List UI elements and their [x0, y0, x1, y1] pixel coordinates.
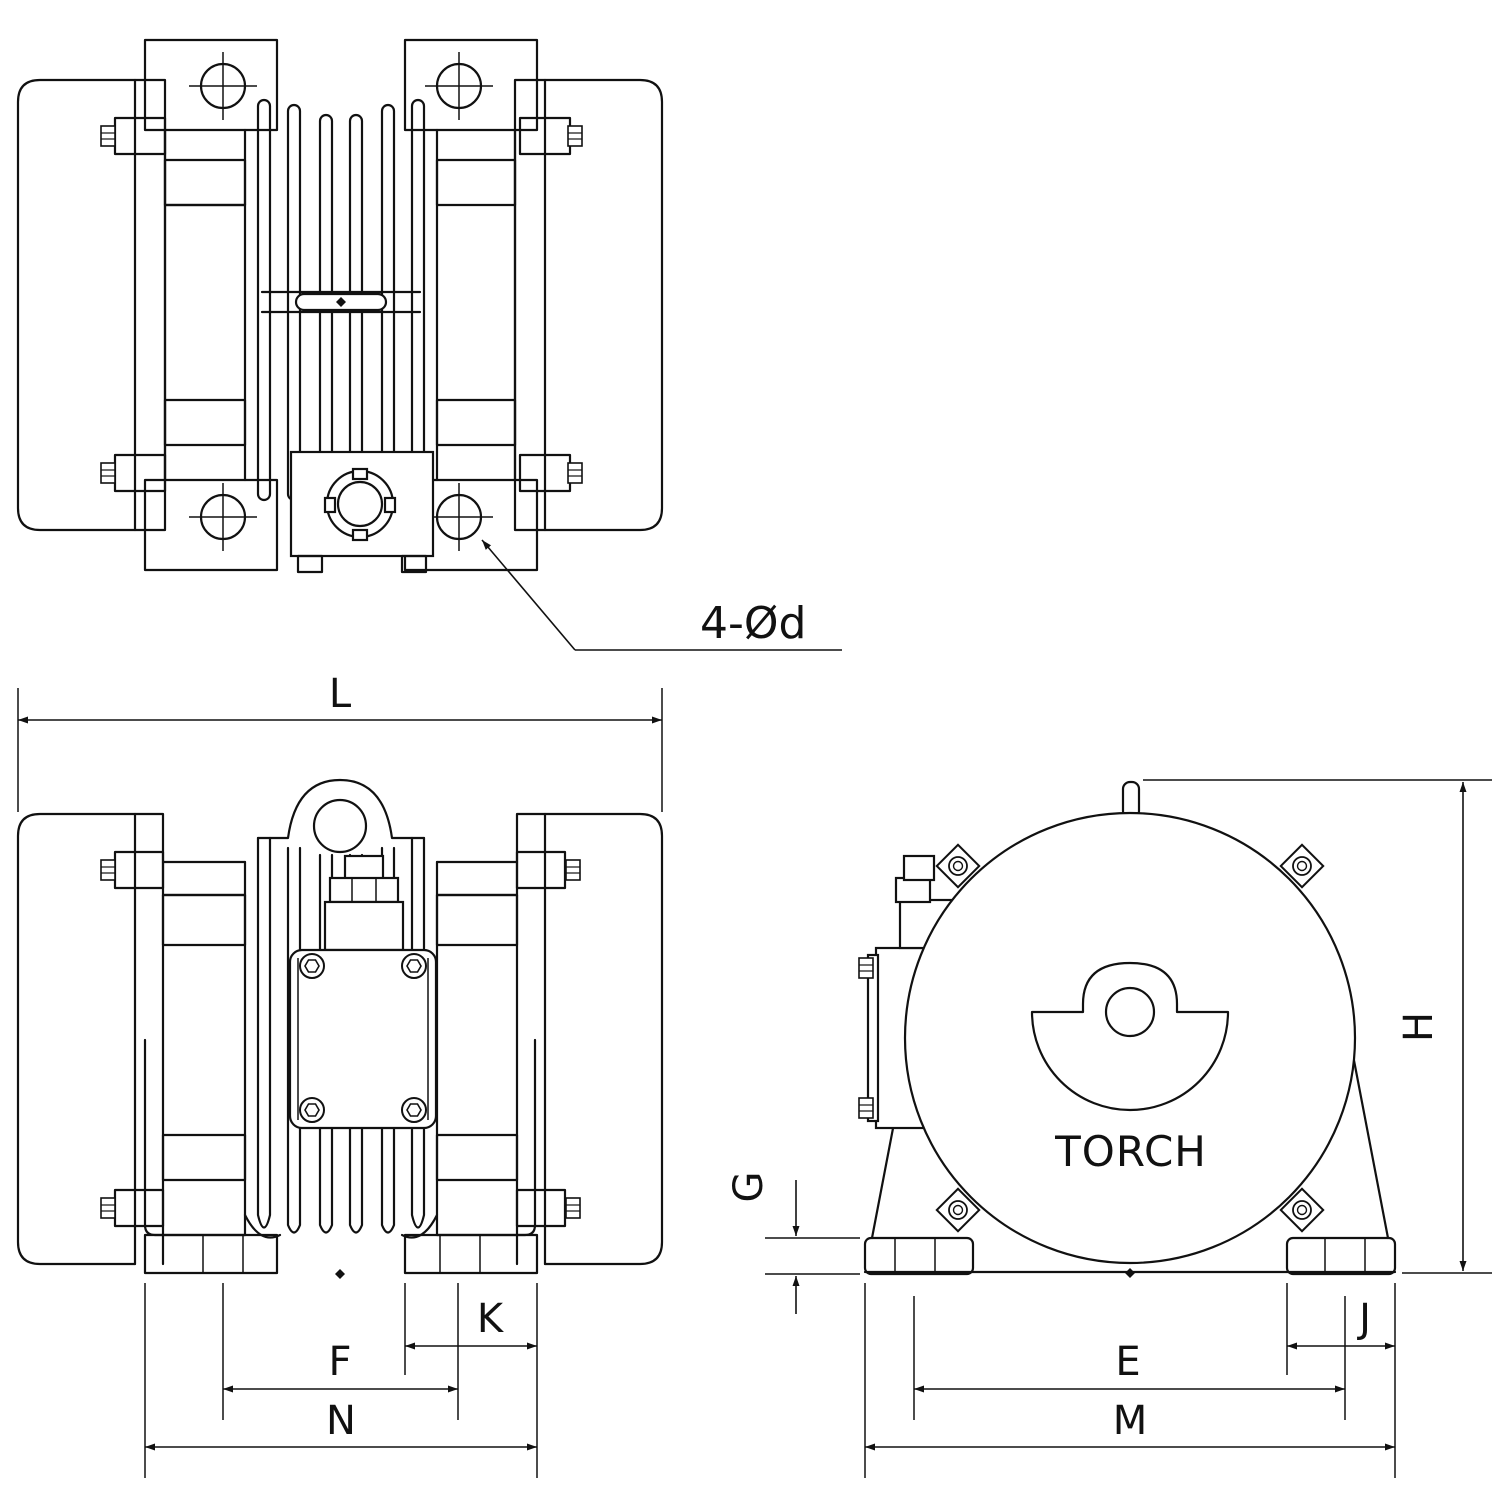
mounting-hole: [425, 483, 493, 551]
bolt-head-icon: [565, 859, 581, 881]
hole-callout: 4-Ød: [700, 598, 806, 649]
eccentric-weight-emblem: [1030, 961, 1230, 1112]
dim-label-N: N: [326, 1398, 356, 1444]
bolt-head-icon: [100, 859, 116, 881]
terminal-box-top: [289, 450, 435, 574]
top-left-weight-cover: [16, 78, 137, 532]
dim-label-M: M: [1113, 1398, 1148, 1444]
dim-label-G: G: [726, 1172, 772, 1203]
motor-cooling-fins: [243, 836, 439, 1239]
cover-screw-icon: [299, 1097, 325, 1123]
cover-screw-icon: [401, 1097, 427, 1123]
dim-label-E: E: [1115, 1339, 1140, 1385]
cover-screw-icon: [299, 953, 325, 979]
mounting-hole: [189, 52, 257, 120]
bolt-head-icon: [858, 957, 874, 979]
cable-gland: [323, 854, 405, 952]
brand-label: TORCH: [1054, 1127, 1207, 1176]
dim-label-H: H: [1396, 1012, 1442, 1042]
motor-cooling-fins: [256, 98, 426, 502]
motor-housing: [903, 811, 1357, 1265]
bolt-head-icon: [567, 125, 583, 147]
bolt-head-icon: [100, 1197, 116, 1219]
bolt-head-icon: [565, 1197, 581, 1219]
top-right-weight-cover: [543, 78, 664, 532]
dim-label-L: L: [329, 671, 352, 717]
cover-screw-icon: [401, 953, 427, 979]
front-view: L: [16, 671, 664, 1478]
dim-label-K: K: [477, 1296, 505, 1342]
dim-label-F: F: [328, 1339, 351, 1385]
dim-label-J: J: [1356, 1296, 1371, 1342]
mounting-hole: [425, 52, 493, 120]
bolt-head-icon: [567, 462, 583, 484]
side-view: TORCH H G J E M: [726, 779, 1492, 1478]
bolt-head-icon: [100, 125, 116, 147]
top-view: 4-Ød: [16, 38, 842, 651]
terminal-box-cover: [288, 948, 438, 1130]
lifting-eye: [256, 778, 426, 840]
bolt-head-icon: [858, 1097, 874, 1119]
bolt-head-icon: [100, 462, 116, 484]
mounting-hole: [189, 483, 257, 551]
